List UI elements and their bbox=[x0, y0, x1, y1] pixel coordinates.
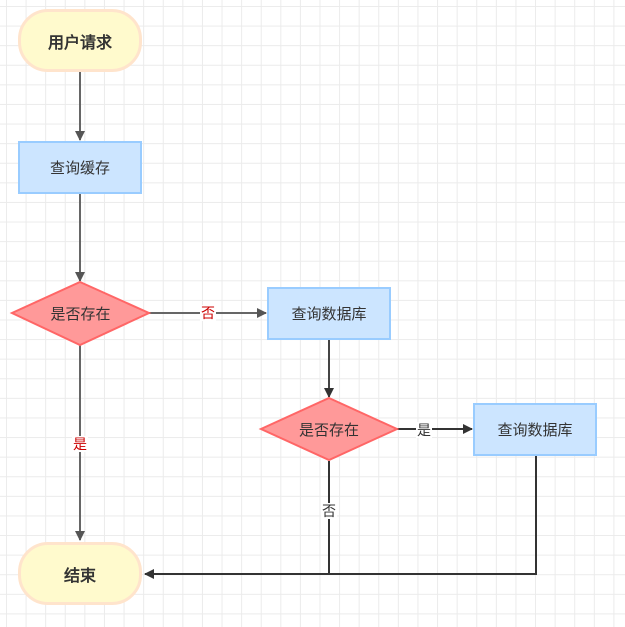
edge-label-decision1-yes: 是 bbox=[72, 436, 88, 452]
query-cache-node[interactable]: 查询缓存 bbox=[18, 141, 142, 194]
end-node-label: 结束 bbox=[63, 567, 96, 585]
decision-2-label: 是否存在 bbox=[298, 421, 359, 439]
edge-decision2-no bbox=[144, 461, 330, 579]
end-node[interactable]: 结束 bbox=[18, 542, 142, 605]
decision-2-shape[interactable] bbox=[258, 396, 400, 462]
decision-1-label: 是否存在 bbox=[50, 306, 111, 323]
edge-label-decision2-no: 否 bbox=[321, 503, 337, 519]
start-node[interactable]: 用户请求 bbox=[18, 9, 142, 72]
query-cache-label: 查询缓存 bbox=[49, 160, 110, 177]
start-node-label: 用户请求 bbox=[47, 34, 112, 52]
decision-2-label-box: 是否存在 bbox=[261, 398, 397, 460]
edge-label-decision1-no: 否 bbox=[200, 305, 216, 321]
decision-1-shape[interactable] bbox=[9, 280, 152, 347]
query-db-1-node[interactable]: 查询数据库 bbox=[267, 287, 391, 340]
query-db-2-label: 查询数据库 bbox=[497, 422, 573, 439]
decision-1-label-box: 是否存在 bbox=[12, 282, 149, 345]
query-db-2-node[interactable]: 查询数据库 bbox=[473, 403, 597, 456]
edge-db2-to-end bbox=[329, 456, 537, 575]
query-db-1-label: 查询数据库 bbox=[291, 306, 367, 323]
edge-label-decision2-yes: 是 bbox=[416, 422, 432, 438]
